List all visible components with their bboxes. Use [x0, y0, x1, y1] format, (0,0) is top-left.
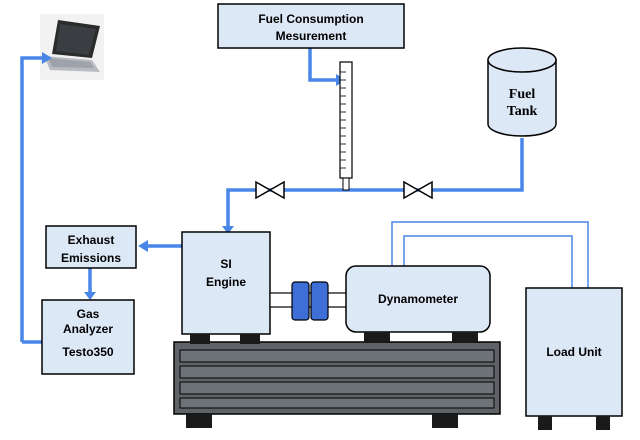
laptop-icon — [40, 14, 104, 80]
dynamometer: Dynamometer — [345, 265, 491, 342]
fuel-tank-label-2: Tank — [507, 104, 538, 119]
valve-icon — [255, 180, 433, 200]
gas-analyzer-label-1: Gas — [77, 307, 100, 321]
gas-analyzer-box: Gas Analyzer Testo350 — [41, 299, 135, 375]
arrowheads — [42, 52, 346, 300]
test-bench — [173, 341, 501, 428]
coupling-icon — [269, 281, 349, 321]
exhaust-label-1: Exhaust — [68, 233, 115, 247]
engine-label-2: Engine — [206, 275, 246, 289]
load-unit: Load Unit — [525, 287, 623, 430]
si-engine: SI Engine — [181, 231, 271, 344]
gas-analyzer-label-3: Testo350 — [62, 345, 113, 359]
fuel-consumption-label-2: Mesurement — [276, 29, 347, 43]
engine-label-1: SI — [220, 257, 231, 271]
load-unit-label: Load Unit — [546, 345, 601, 359]
fuel-tank-label-1: Fuel — [509, 87, 536, 102]
exhaust-label-2: Emissions — [61, 251, 121, 265]
fuel-consumption-box: Fuel Consumption Mesurement — [217, 3, 405, 49]
dynamometer-label: Dynamometer — [378, 292, 458, 306]
exhaust-emissions-box: Exhaust Emissions — [45, 225, 137, 269]
burette-icon — [339, 61, 353, 191]
load-wires — [391, 221, 589, 288]
fuel-tank: Fuel Tank — [487, 47, 557, 137]
pipes — [20, 48, 524, 344]
gas-analyzer-label-2: Analyzer — [63, 322, 113, 336]
fuel-consumption-label-1: Fuel Consumption — [258, 12, 363, 26]
